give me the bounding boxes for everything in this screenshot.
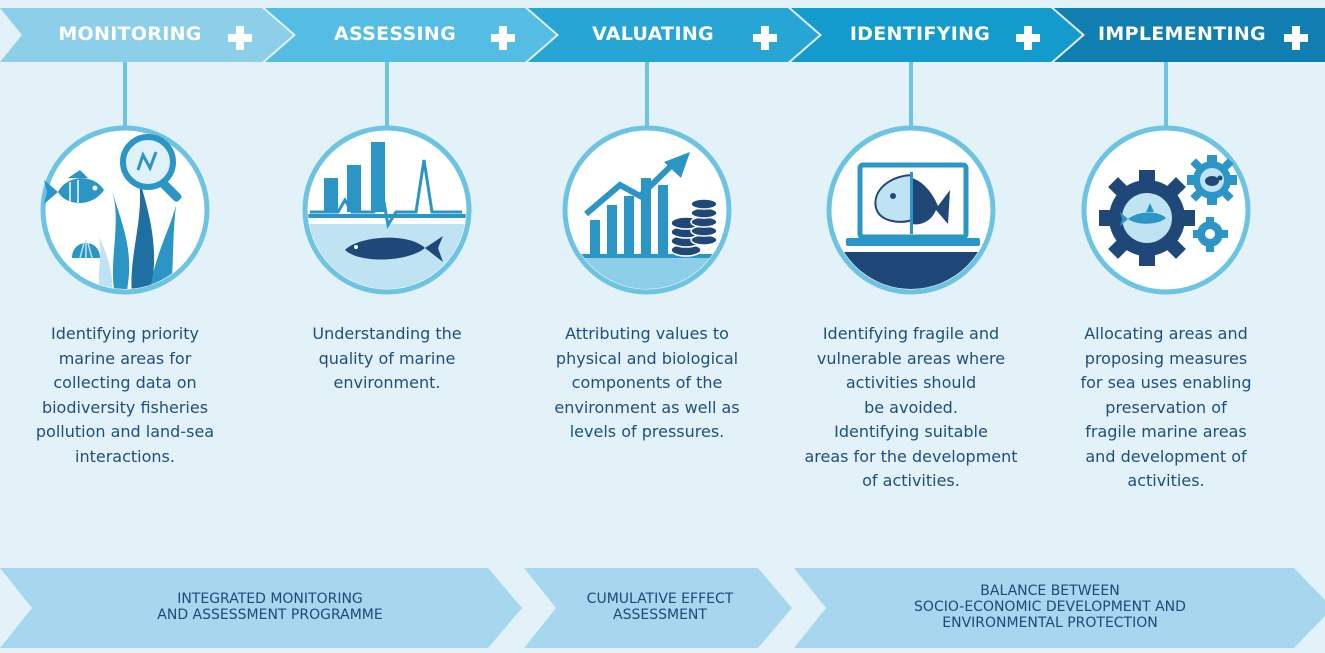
plus-icon: [753, 26, 777, 50]
stage-description-valuating: Attributing values to physical and biolo…: [532, 322, 762, 445]
plus-icon: [491, 26, 515, 50]
description-line: proposing measures: [1084, 348, 1248, 368]
description-line: of activities.: [862, 471, 960, 490]
connector-line: [909, 62, 913, 130]
description-line: physical and biological: [555, 348, 739, 368]
header-chevron-identifying: [791, 8, 1082, 62]
band-label-cumulative-effect: CUMULATIVE EFFECT ASSESSMENT: [560, 591, 760, 623]
description-line: marine areas for: [58, 348, 192, 368]
growth-chart-coins-icon: [562, 125, 732, 295]
band-label-balance: BALANCE BETWEEN SOCIO-ECONOMIC DEVELOPME…: [850, 583, 1250, 631]
connector-line: [385, 62, 389, 130]
stage-description-assessing: Understanding the quality of marine envi…: [272, 322, 502, 396]
band-label-monitoring-assessment: INTEGRATED MONITORING AND ASSESSMENT PRO…: [70, 591, 470, 623]
plus-icon: [228, 26, 252, 50]
header-chevron-valuating: [528, 8, 819, 62]
description-line: Attributing values to: [565, 324, 729, 343]
description-line: environment.: [333, 373, 441, 392]
stage-description-identifying: Identifying fragile and vulnerable areas…: [791, 322, 1031, 494]
band-balance: [794, 568, 1325, 648]
laptop-fish-icon: [826, 125, 996, 295]
band-line: AND ASSESSMENT PROGRAMME: [157, 607, 383, 623]
stage-title-identifying: IDENTIFYING: [849, 23, 991, 45]
description-line: for sea uses enabling: [1080, 373, 1252, 392]
description-line: Identifying fragile and: [822, 324, 1000, 343]
description-line: Allocating areas and: [1084, 324, 1248, 343]
connector-line: [645, 62, 649, 130]
description-line: activities.: [1127, 471, 1205, 490]
stage-description-implementing: Allocating areas and proposing measures …: [1051, 322, 1281, 494]
description-line: vulnerable areas where: [816, 348, 1006, 368]
band-monitoring-assessment: [0, 568, 522, 648]
bar-chart-fish-icon: [302, 125, 472, 295]
description-line: be avoided.: [864, 397, 958, 417]
band-line: ASSESSMENT: [613, 607, 707, 623]
description-line: collecting data on: [53, 373, 197, 392]
description-line: components of the: [571, 373, 723, 392]
description-line: preservation of: [1105, 397, 1227, 417]
description-line: and development of: [1085, 446, 1247, 466]
stage-title-implementing: IMPLEMENTING: [1098, 23, 1266, 45]
description-line: levels of pressures.: [569, 422, 725, 441]
stage-title-valuating: VALUATING: [592, 23, 714, 45]
band-line: INTEGRATED MONITORING: [177, 591, 363, 607]
header-chevron-implementing: [1054, 8, 1325, 62]
description-line: interactions.: [75, 446, 175, 466]
fish-magnifier-seaweed-icon: [40, 125, 210, 295]
description-line: biodiversity fisheries: [41, 397, 209, 417]
header-chevron-monitoring: [0, 8, 293, 62]
stage-title-monitoring: MONITORING: [58, 23, 202, 45]
band-line: ENVIRONMENTAL PROTECTION: [942, 615, 1158, 631]
description-line: Understanding the: [312, 324, 462, 343]
band-line: CUMULATIVE EFFECT: [586, 591, 734, 607]
band-cumulative-effect: [524, 568, 792, 648]
description-line: areas for the development: [804, 446, 1018, 466]
description-line: Identifying suitable: [834, 422, 988, 441]
description-line: quality of marine: [318, 348, 456, 368]
description-line: Identifying priority: [51, 324, 199, 343]
description-line: environment as well as: [554, 397, 740, 417]
stage-title-assessing: ASSESSING: [334, 23, 456, 45]
plus-icon: [1016, 26, 1040, 50]
gears-shark-turtle-icon: [1081, 125, 1251, 295]
description-line: fragile marine areas: [1085, 422, 1247, 441]
connector-line: [1164, 62, 1168, 130]
band-line: SOCIO-ECONOMIC DEVELOPMENT AND: [914, 599, 1186, 615]
connector-line: [123, 62, 127, 130]
stage-description-monitoring: Identifying priority marine areas for co…: [10, 322, 240, 469]
description-line: pollution and land-sea: [35, 422, 215, 441]
header-chevron-bar: [0, 8, 1325, 62]
band-line: BALANCE BETWEEN: [980, 583, 1120, 599]
header-chevron-assessing: [265, 8, 556, 62]
plus-icon: [1284, 26, 1308, 50]
description-line: activities should: [845, 373, 977, 392]
